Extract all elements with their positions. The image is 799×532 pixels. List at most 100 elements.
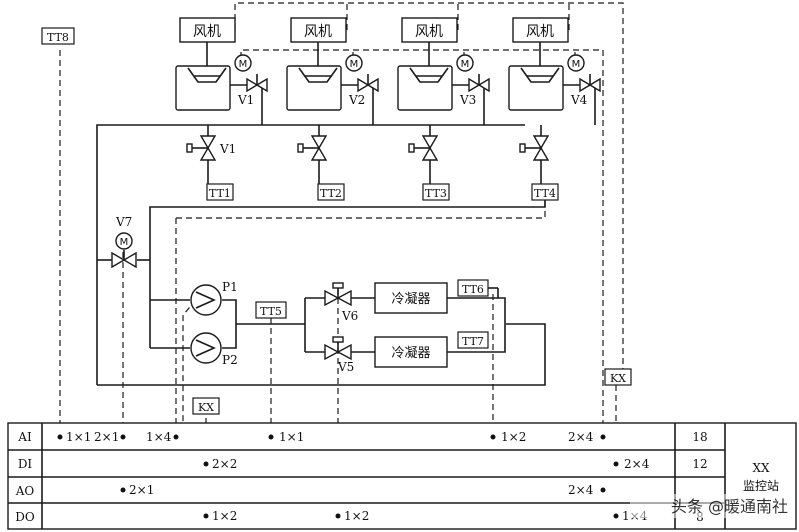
sensor-label: TT8 bbox=[47, 31, 69, 44]
coil-box bbox=[286, 65, 342, 111]
point-do-pumps: 1×2 bbox=[212, 509, 237, 523]
branch-valve-1: V1 bbox=[186, 135, 236, 161]
svg-text:M: M bbox=[120, 237, 129, 248]
fan-coil-unit-3: 风机 M V3 bbox=[397, 17, 490, 111]
branch-valve-2 bbox=[297, 135, 328, 161]
pump-icon bbox=[190, 332, 222, 364]
coil-box bbox=[508, 65, 564, 111]
branch-valve-4 bbox=[519, 135, 550, 161]
coil-box bbox=[397, 65, 453, 111]
point-ai-tt5: 1×1 bbox=[279, 430, 304, 444]
svg-text:M: M bbox=[239, 59, 248, 70]
pump-icon bbox=[190, 284, 222, 316]
valve-icon bbox=[532, 135, 550, 150]
point-di-pumps: 2×2 bbox=[212, 457, 237, 471]
pump-p1: P1 bbox=[190, 280, 238, 316]
point-di-fans: 2×4 bbox=[624, 457, 650, 471]
sensor-tt4: TT4 bbox=[531, 183, 559, 201]
fan-label: 风机 bbox=[526, 24, 554, 40]
sensor-tt3: TT3 bbox=[422, 183, 450, 201]
motor-icon bbox=[567, 54, 585, 72]
condenser-1: 冷凝器 bbox=[374, 282, 448, 314]
valve-icon bbox=[579, 77, 592, 93]
sensor-label: TT5 bbox=[260, 305, 282, 318]
fan-box bbox=[512, 17, 569, 43]
row-label-ao: AO bbox=[15, 484, 35, 498]
condenser-label: 冷凝器 bbox=[391, 345, 430, 361]
watermark-text: 头条 @暖通南社 bbox=[671, 497, 788, 516]
valve-icon bbox=[468, 77, 481, 93]
condenser-2: 冷凝器 bbox=[374, 336, 448, 368]
chiller-valve-v6: V6 bbox=[324, 282, 358, 323]
water-piping bbox=[96, 85, 596, 386]
fan-label: 风机 bbox=[304, 24, 332, 40]
kx-tag-pumps: KX bbox=[192, 397, 220, 415]
fan-box bbox=[290, 17, 347, 43]
valve-icon bbox=[111, 251, 126, 269]
valve-label: V6 bbox=[341, 309, 358, 323]
sensor-label: TT4 bbox=[534, 187, 556, 200]
sensor-tt5: TT5 bbox=[255, 301, 287, 319]
svg-text:M: M bbox=[461, 59, 470, 70]
sensor-label: TT7 bbox=[462, 335, 484, 348]
kx-label: KX bbox=[198, 401, 214, 414]
sensor-tt7: TT7 bbox=[457, 331, 489, 349]
svg-text:M: M bbox=[350, 59, 359, 70]
valve-label: V4 bbox=[570, 93, 588, 107]
valve-icon bbox=[246, 77, 259, 93]
sensor-label: TT3 bbox=[425, 187, 447, 200]
row-label-do: DO bbox=[15, 510, 35, 524]
valve-label: V5 bbox=[337, 360, 354, 374]
sensor-label: TT6 bbox=[462, 283, 484, 296]
row-label-ai: AI bbox=[17, 430, 32, 444]
sensor-tt1: TT1 bbox=[206, 183, 234, 201]
point-ai-v1-4: 2×4 bbox=[568, 430, 594, 444]
valve-label: V2 bbox=[348, 93, 365, 107]
fan-coil-unit-1: 风机 M V1 bbox=[175, 17, 268, 111]
valve-label: V1 bbox=[237, 93, 254, 107]
point-ao-v1-4: 2×4 bbox=[568, 483, 594, 497]
station-sub: 监控站 bbox=[743, 479, 779, 493]
pump-label: P1 bbox=[222, 280, 238, 294]
sensor-label: TT2 bbox=[320, 187, 342, 200]
svg-text:M: M bbox=[572, 59, 581, 70]
motor-icon bbox=[345, 54, 363, 72]
valve-label: V1 bbox=[219, 142, 236, 156]
kx-tag-chillers: KX bbox=[604, 368, 632, 386]
sensor-tt6: TT6 bbox=[457, 279, 499, 298]
pump-p2: P2 bbox=[190, 332, 238, 367]
valve-label: V7 bbox=[115, 215, 132, 229]
point-ai-v7: 2×1 bbox=[94, 430, 119, 444]
fan-box bbox=[179, 17, 236, 43]
valve-label: V3 bbox=[459, 93, 476, 107]
motor-icon bbox=[115, 232, 133, 250]
station-label: XX bbox=[752, 461, 770, 475]
sensor-tt2: TT2 bbox=[317, 183, 345, 201]
branch-valve-3 bbox=[408, 135, 439, 161]
valve-icon bbox=[357, 77, 370, 93]
fan-coil-unit-2: 风机 M V2 bbox=[286, 17, 379, 111]
point-ao-v7: 2×1 bbox=[129, 483, 154, 497]
motor-icon bbox=[456, 54, 474, 72]
fan-label: 风机 bbox=[415, 24, 443, 40]
chiller-valve-v5: V5 bbox=[324, 336, 354, 374]
sensor-label: TT1 bbox=[209, 187, 231, 200]
pump-label: P2 bbox=[222, 353, 238, 367]
point-ai-tt8: 1×1 bbox=[66, 430, 91, 444]
point-ai-tt1-4: 1×4 bbox=[146, 430, 172, 444]
condenser-label: 冷凝器 bbox=[391, 291, 430, 307]
valve-icon bbox=[310, 135, 328, 150]
valve-icon bbox=[324, 343, 340, 361]
sensor-tt8: TT8 bbox=[41, 27, 75, 45]
row-label-di: DI bbox=[18, 457, 33, 471]
motor-icon bbox=[234, 54, 252, 72]
total-ai: 18 bbox=[692, 430, 707, 444]
total-di: 12 bbox=[692, 457, 707, 471]
point-ai-tt6-7: 1×2 bbox=[501, 430, 526, 444]
valve-icon bbox=[324, 289, 340, 307]
coil-box bbox=[175, 65, 231, 111]
watermark: 头条 @暖通南社 bbox=[630, 494, 790, 518]
fan-coil-unit-4: 风机 M V4 bbox=[508, 17, 601, 111]
